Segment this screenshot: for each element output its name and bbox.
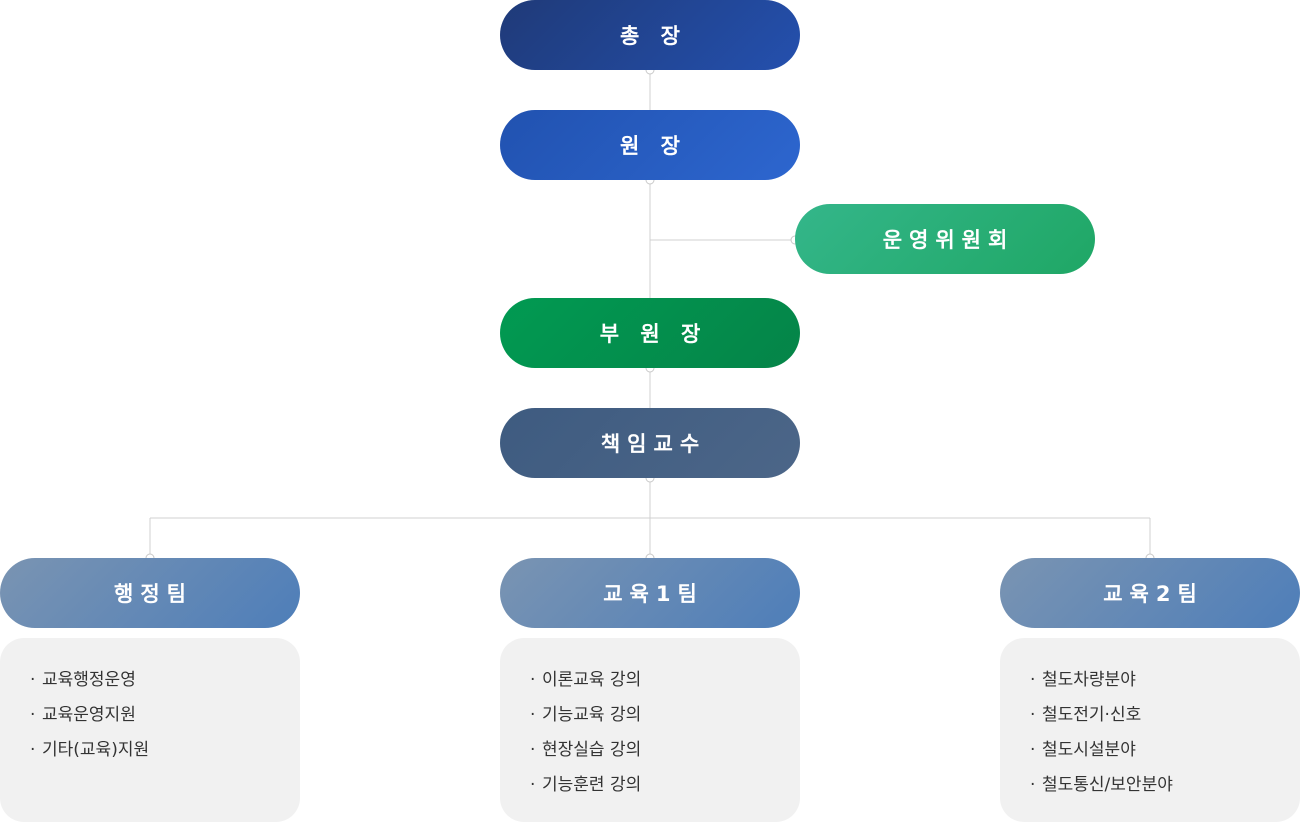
node-team-edu2: 교육2팀 xyxy=(1000,558,1300,628)
duty-item: · 현장실습 강의 xyxy=(530,733,800,768)
duty-item: · 철도통신/보안분야 xyxy=(1030,768,1300,803)
duty-list: · 철도차량분야 · 철도전기·신호 · 철도시설분야 · 철도통신/보안분야 xyxy=(1030,663,1300,803)
node-team-edu1: 교육1팀 xyxy=(500,558,800,628)
duty-item: · 이론교육 강의 xyxy=(530,663,800,698)
duty-box-edu1: · 이론교육 강의 · 기능교육 강의 · 현장실습 강의 · 기능훈련 강의 xyxy=(500,638,800,822)
bullet: · xyxy=(1030,670,1036,690)
duty-item-text: 철도전기·신호 xyxy=(1042,705,1142,725)
duty-item-text: 이론교육 강의 xyxy=(542,670,642,690)
node-team-admin: 행정팀 xyxy=(0,558,300,628)
node-committee-label: 운영위원회 xyxy=(882,228,1015,252)
duty-item-text: 철도통신/보안분야 xyxy=(1042,775,1173,795)
duty-list: · 이론교육 강의 · 기능교육 강의 · 현장실습 강의 · 기능훈련 강의 xyxy=(530,663,800,803)
bullet: · xyxy=(530,740,536,760)
node-team-admin-label: 행정팀 xyxy=(114,582,193,606)
duty-item: · 교육운영지원 xyxy=(30,698,300,733)
bullet: · xyxy=(530,705,536,725)
node-team-edu1-label: 교육1팀 xyxy=(603,582,704,606)
duty-item: · 철도시설분야 xyxy=(1030,733,1300,768)
node-president: 총 장 xyxy=(500,0,800,70)
node-vice-director-label: 부 원 장 xyxy=(599,322,708,346)
node-president-label: 총 장 xyxy=(620,24,687,48)
bullet: · xyxy=(530,670,536,690)
duty-item: · 철도전기·신호 xyxy=(1030,698,1300,733)
bullet: · xyxy=(1030,740,1036,760)
node-vice-director: 부 원 장 xyxy=(500,298,800,368)
duty-item: · 기타(교육)지원 xyxy=(30,733,300,768)
bullet: · xyxy=(30,705,36,725)
node-director: 원 장 xyxy=(500,110,800,180)
duty-item-text: 교육행정운영 xyxy=(42,670,136,690)
duty-box-edu2: · 철도차량분야 · 철도전기·신호 · 철도시설분야 · 철도통신/보안분야 xyxy=(1000,638,1300,822)
duty-item-text: 철도시설분야 xyxy=(1042,740,1136,760)
duty-item-text: 철도차량분야 xyxy=(1042,670,1136,690)
duty-item: · 기능훈련 강의 xyxy=(530,768,800,803)
node-director-label: 원 장 xyxy=(620,134,687,158)
bullet: · xyxy=(30,740,36,760)
bullet: · xyxy=(30,670,36,690)
node-professor-label: 책임교수 xyxy=(600,432,707,456)
bullet: · xyxy=(530,775,536,795)
duty-item: · 교육행정운영 xyxy=(30,663,300,698)
duty-item-text: 기능훈련 강의 xyxy=(542,775,642,795)
duty-item-text: 기능교육 강의 xyxy=(542,705,642,725)
duty-item: · 철도차량분야 xyxy=(1030,663,1300,698)
node-professor: 책임교수 xyxy=(500,408,800,478)
duty-item-text: 현장실습 강의 xyxy=(542,740,642,760)
node-committee: 운영위원회 xyxy=(795,204,1095,274)
node-team-edu2-label: 교육2팀 xyxy=(1103,582,1204,606)
bullet: · xyxy=(1030,705,1036,725)
duty-box-admin: · 교육행정운영 · 교육운영지원 · 기타(교육)지원 xyxy=(0,638,300,822)
duty-list: · 교육행정운영 · 교육운영지원 · 기타(교육)지원 xyxy=(30,663,300,768)
duty-item-text: 교육운영지원 xyxy=(42,705,136,725)
duty-item-text: 기타(교육)지원 xyxy=(42,740,150,760)
bullet: · xyxy=(1030,775,1036,795)
duty-item: · 기능교육 강의 xyxy=(530,698,800,733)
